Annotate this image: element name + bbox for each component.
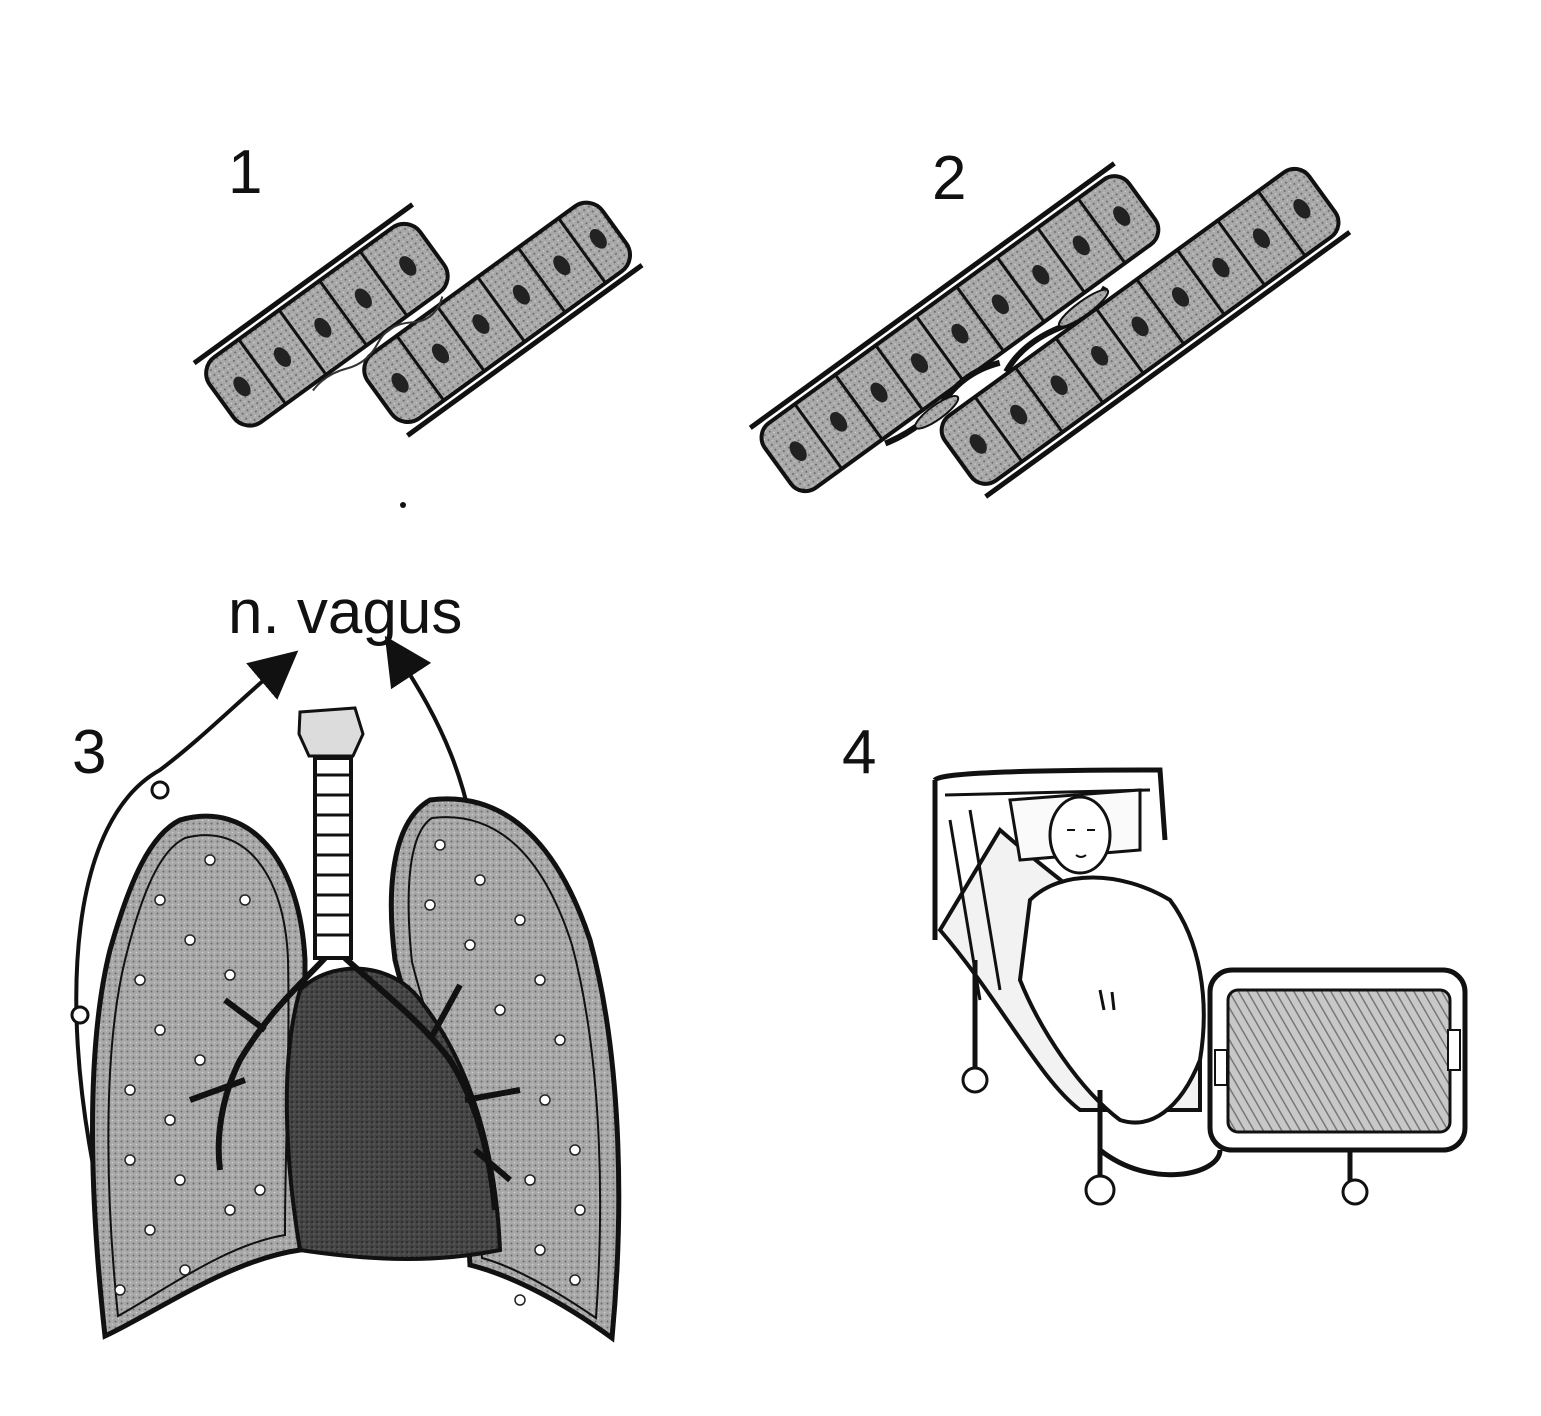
vagus-nerve-label: n. vagus	[228, 578, 463, 647]
panel-label-3: 3	[72, 718, 107, 787]
afferent-arrow-left	[74, 650, 299, 1176]
panel-label-2: 2	[932, 144, 967, 213]
panel-label-1: 1	[228, 138, 263, 207]
panel-1-epithelium	[192, 200, 644, 508]
panel-4-patient-bed	[932, 767, 1468, 1206]
panel-label-4: 4	[842, 718, 877, 787]
patient-head	[1048, 795, 1112, 875]
heart	[284, 966, 503, 1261]
lung-left	[90, 813, 308, 1340]
panel-2-epithelium-damaged	[748, 161, 1352, 499]
panel-3-lungs	[70, 635, 622, 1343]
lung-right	[388, 796, 622, 1343]
